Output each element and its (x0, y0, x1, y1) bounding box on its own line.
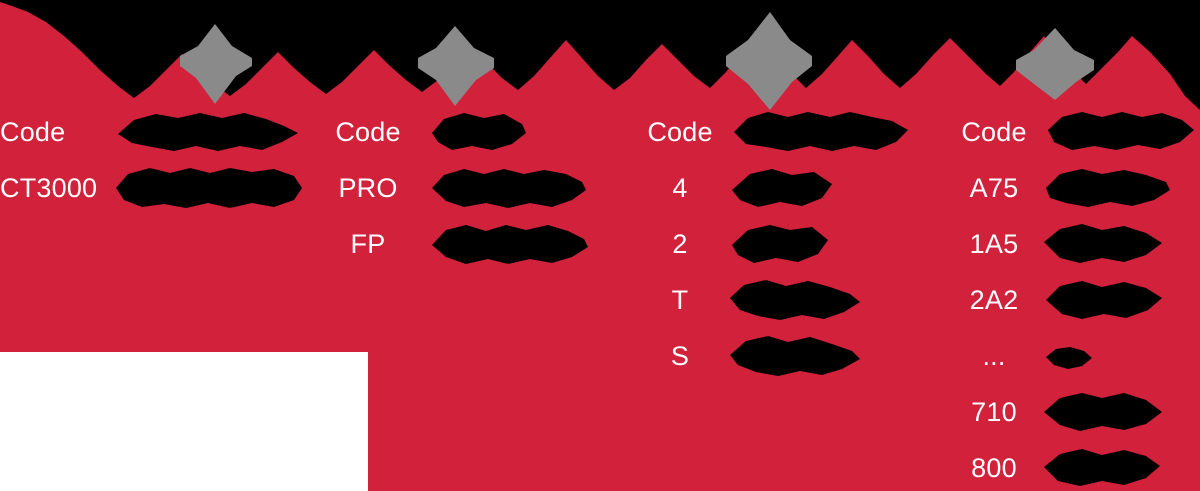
column-4-header-label: Code (961, 117, 1027, 147)
gray-diamond-marks (180, 12, 1094, 110)
column-2-header-value-redaction (430, 104, 526, 160)
column-4-code-2: 1A5 (969, 229, 1019, 259)
column-1-header-label: Code (0, 117, 66, 147)
column-2-value-1-redaction (430, 160, 586, 216)
column-1-code-1: CT3000 (0, 173, 98, 203)
column-4-value-5-redaction (1044, 384, 1162, 440)
column-4-code-3: 2A2 (969, 285, 1019, 315)
column-3: Code 4 2 (620, 104, 940, 384)
column-2-code-1: PRO (338, 173, 398, 203)
column-4-value-3-redaction (1044, 272, 1162, 328)
column-1-header-row: Code (0, 104, 320, 160)
column-4-value-1-redaction (1044, 160, 1170, 216)
column-4-code-5: 710 (971, 397, 1017, 427)
column-1-header-value-redaction (112, 104, 298, 160)
column-4-row-3: 2A2 (940, 272, 1200, 328)
column-4-header-value-redaction (1044, 104, 1194, 160)
column-2-row-1: PRO (320, 160, 620, 216)
column-3-row-1: 4 (620, 160, 940, 216)
column-3-value-1-redaction (730, 160, 832, 216)
column-4-code-6: 800 (971, 453, 1017, 483)
column-2-code-2: FP (350, 229, 386, 259)
column-4-row-5: 710 (940, 384, 1200, 440)
column-3-value-3-redaction (730, 272, 860, 328)
column-2-row-2: FP (320, 216, 620, 272)
column-4-code-1: A75 (969, 173, 1019, 203)
column-4-value-2-redaction (1044, 216, 1162, 272)
column-4-row-1: A75 (940, 160, 1200, 216)
column-4-code-4: ... (982, 341, 1006, 371)
column-1-value-1-redaction (112, 160, 302, 216)
column-4: Code A75 1A5 (940, 104, 1200, 491)
column-2-header-label: Code (335, 117, 401, 147)
column-3-value-2-redaction (730, 216, 828, 272)
column-3-header-value-redaction (730, 104, 908, 160)
column-2: Code PRO FP (320, 104, 620, 272)
white-cutout-region (0, 352, 368, 491)
column-4-value-4-redaction (1044, 328, 1092, 384)
column-2-header-row: Code (320, 104, 620, 160)
column-1-row-1: CT3000 (0, 160, 320, 216)
code-columns: Code CT3000 Code (0, 104, 1200, 491)
column-3-code-4: S (670, 341, 690, 371)
column-3-value-4-redaction (730, 328, 860, 384)
column-4-value-6-redaction (1044, 440, 1162, 491)
column-2-value-2-redaction (430, 216, 588, 272)
column-3-code-1: 4 (672, 173, 688, 203)
column-3-row-3: T (620, 272, 940, 328)
column-4-row-2: 1A5 (940, 216, 1200, 272)
column-3-row-4: S (620, 328, 940, 384)
column-4-row-4: ... (940, 328, 1200, 384)
column-3-row-2: 2 (620, 216, 940, 272)
redacted-title-block (0, 0, 1200, 110)
column-3-code-3: T (671, 285, 689, 315)
header-black-mass (0, 0, 1200, 110)
column-4-header-row: Code (940, 104, 1200, 160)
column-3-code-2: 2 (672, 229, 688, 259)
column-3-header-label: Code (647, 117, 713, 147)
column-3-header-row: Code (620, 104, 940, 160)
column-4-row-6: 800 (940, 440, 1200, 491)
column-1: Code CT3000 (0, 104, 320, 216)
